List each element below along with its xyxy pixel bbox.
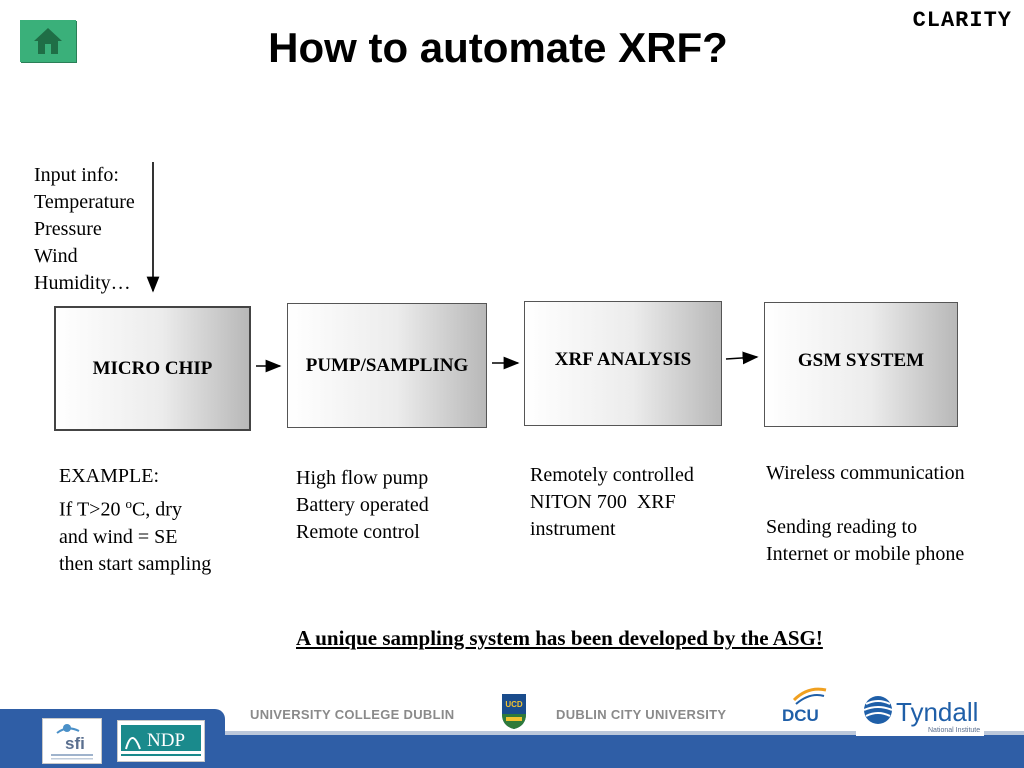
ucd-crest-logo: UCD <box>502 694 526 729</box>
description-line: If T>20 oC, dry <box>59 490 211 524</box>
sfi-logo-text: sfi <box>65 734 85 753</box>
description-line: Internet or mobile phone <box>766 543 965 565</box>
pump-sampling-box: PUMP/SAMPLING <box>287 303 487 428</box>
description-line: NITON 700 XRF <box>530 491 676 513</box>
input-info-line: Pressure <box>34 218 102 240</box>
ndp-logo: NDP <box>117 720 205 762</box>
description-line: Wireless communication <box>766 462 965 484</box>
page-title: How to automate XRF? <box>268 24 728 71</box>
footer-band <box>225 735 1024 768</box>
description-text: C, dry <box>131 498 182 521</box>
description-line: instrument <box>530 518 616 540</box>
description-line: Battery operated <box>296 494 429 516</box>
description-spacer <box>766 487 965 514</box>
sfi-logo: sfi <box>42 718 102 764</box>
pump-description: High flow pump Battery operated Remote c… <box>296 465 429 546</box>
home-icon <box>34 28 62 54</box>
dcu-name: DUBLIN CITY UNIVERSITY <box>556 707 727 722</box>
description-line: EXAMPLE: <box>59 465 159 487</box>
input-info-line: Input info: <box>34 164 119 186</box>
gsm-description: Wireless communication Sending reading t… <box>766 460 965 568</box>
description-text: If T>20 <box>59 498 126 521</box>
home-button[interactable] <box>20 20 76 62</box>
description-line: Remotely controlled <box>530 464 694 486</box>
description-line: Remote control <box>296 521 420 543</box>
ucd-crest-text: UCD <box>505 700 523 709</box>
input-info-line: Wind <box>34 245 78 267</box>
brand-label: CLARITY <box>912 8 1012 33</box>
dcu-logo-text: DCU <box>782 706 819 725</box>
ucd-name: UNIVERSITY COLLEGE DUBLIN <box>250 707 455 722</box>
description-line: then start sampling <box>59 552 212 575</box>
micro-chip-description: EXAMPLE: If T>20 oC, dry and wind = SE t… <box>59 463 211 578</box>
degree-superscript: o <box>125 496 132 511</box>
gsm-system-box: GSM SYSTEM <box>764 302 958 427</box>
tyndall-logo-subtext: National Institute <box>928 727 980 734</box>
xrf-description: Remotely controlled NITON 700 XRF instru… <box>530 462 694 543</box>
xrf-analysis-box: XRF ANALYSIS <box>524 301 722 426</box>
description-line: High flow pump <box>296 467 429 489</box>
tyndall-logo: Tyndall National Institute <box>856 688 984 736</box>
input-info-list: Input info: Temperature Pressure Wind Hu… <box>34 162 135 297</box>
micro-chip-box: MICRO CHIP <box>54 306 251 431</box>
arrow-xrf-to-gsm <box>725 351 759 365</box>
description-line: and wind = SE <box>59 525 178 548</box>
tyndall-logo-text: Tyndall <box>896 697 978 727</box>
dcu-logo: DCU <box>782 687 827 725</box>
ndp-logo-text: NDP <box>147 730 185 751</box>
input-info-line: Temperature <box>34 191 135 213</box>
conclusion-statement: A unique sampling system has been develo… <box>296 626 823 650</box>
input-info-line: Humidity… <box>34 272 131 294</box>
footer-divider <box>225 731 1024 735</box>
description-line: Sending reading to <box>766 516 918 538</box>
